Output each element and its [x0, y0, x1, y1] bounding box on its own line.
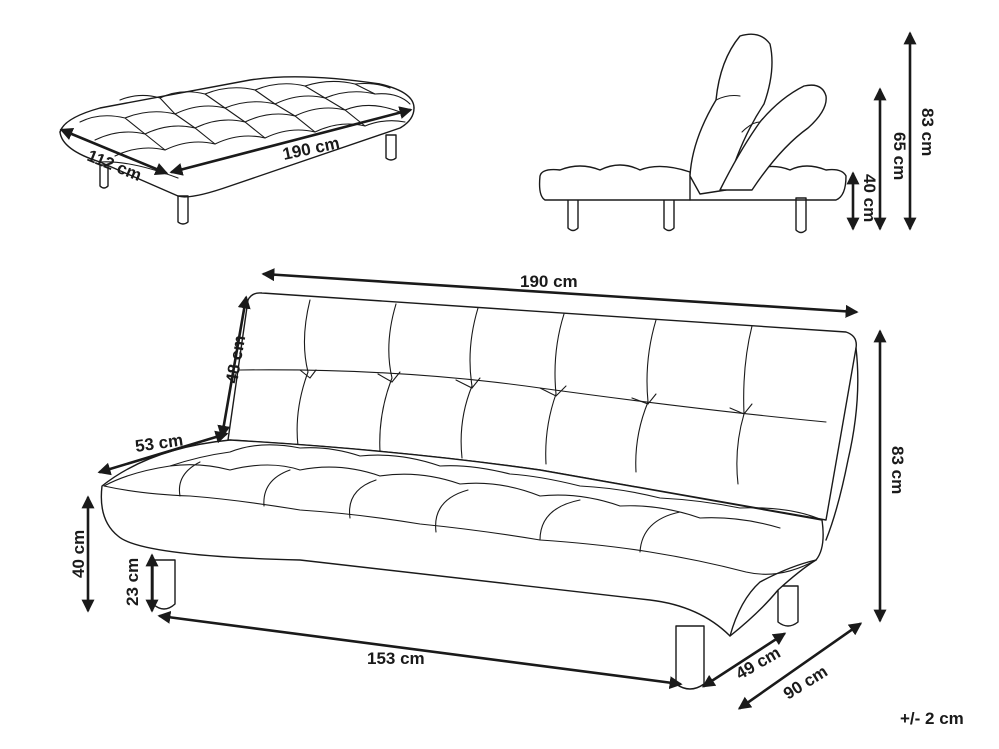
leg-distance-label: 153 cm [367, 649, 425, 668]
tolerance-label: +/- 2 cm [900, 709, 964, 728]
depth-90-label: 90 cm [780, 662, 831, 704]
bed-width-arrow [59, 127, 169, 176]
total-width-arrow [261, 268, 859, 318]
height-83-side-label: 83 cm [918, 108, 937, 156]
leg-distance-arrow [157, 610, 683, 690]
total-height-label: 83 cm [888, 446, 907, 494]
side-view-drawing [538, 33, 847, 234]
sofa-main-drawing [100, 292, 859, 690]
bed-length-label: 190 cm [281, 133, 341, 164]
backrest-height-arrow [217, 295, 251, 439]
bed-length-arrow [169, 106, 413, 176]
height-40-side-label: 40 cm [860, 174, 879, 222]
total-width-label: 190 cm [520, 272, 578, 291]
leg-height-label: 23 cm [123, 558, 142, 606]
seat-depth-arrow [97, 430, 229, 476]
depth-90-arrow [737, 622, 863, 710]
seat-height-label: 40 cm [69, 530, 88, 578]
depth-49-label: 49 cm [733, 643, 784, 684]
height-65-label: 65 cm [890, 132, 909, 180]
